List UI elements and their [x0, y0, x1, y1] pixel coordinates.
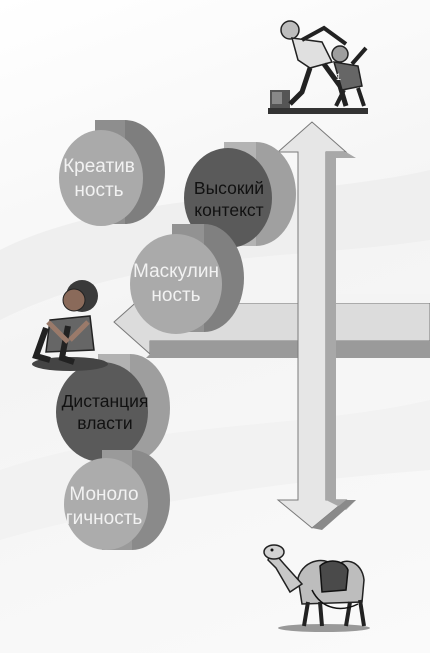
disc-label-line1: Креатив	[63, 155, 135, 177]
disc-high-context	[184, 142, 296, 248]
disc-creativity	[59, 120, 165, 226]
disc-label-line2: контекст	[194, 200, 264, 220]
sitting-child-icon	[32, 280, 108, 371]
disc-label-line1: Маскулин	[133, 260, 219, 282]
disc-label-line1: Высокий	[193, 177, 265, 198]
disc-label-line1: Моноло	[69, 483, 139, 505]
disc-label-line2: гичность	[65, 508, 143, 529]
disc-power-distance	[56, 354, 170, 462]
disc-masculinity	[130, 224, 244, 334]
disc-label-line2: ность	[74, 180, 124, 201]
camel-icon	[263, 544, 370, 632]
runners-icon: 1	[268, 20, 368, 114]
disc-label-line2: ность	[151, 285, 201, 306]
disc-label-masculinity: Маскулин ность	[130, 256, 222, 312]
disc-label-creativity: Креатив ность	[56, 152, 142, 206]
svg-text:1: 1	[336, 72, 341, 82]
vertical-arrow	[276, 121, 356, 530]
disc-label-monologicity: Моноло гичность	[62, 480, 146, 534]
disc-label-line1: Дистанция	[61, 390, 149, 411]
disc-monologicity	[64, 450, 170, 550]
disc-label-line2: власти	[77, 413, 133, 433]
